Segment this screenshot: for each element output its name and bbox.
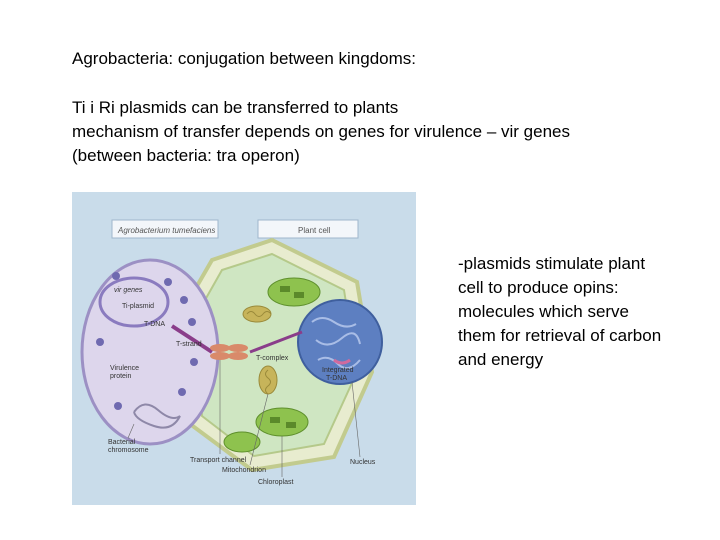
nucleus-label: Nucleus <box>350 459 376 466</box>
bacterium-header-label: Agrobacterium tumefaciens <box>117 226 215 235</box>
side-line: molecules which serve <box>458 302 630 321</box>
bacterial-chromosome-label: Bacterial <box>108 439 136 446</box>
side-line: -plasmids stimulate plant <box>458 254 646 273</box>
mitochondrion-label: Mitochondrion <box>222 467 266 474</box>
body-line: (between bacteria: tra operon) <box>72 146 300 165</box>
bacterium-shape <box>80 258 220 446</box>
body-line: mechanism of transfer depends on genes f… <box>72 122 570 141</box>
chloroplast-shapes <box>223 277 321 453</box>
side-note: -plasmids stimulate plant cell to produc… <box>458 252 708 372</box>
chromatin-shape <box>311 317 361 370</box>
slide-title: Agrobacteria: conjugation between kingdo… <box>72 49 416 68</box>
virulence-protein-label: protein <box>110 373 132 380</box>
plant-header-label: Plant cell <box>298 226 331 235</box>
mitochondrion-shapes <box>242 305 278 395</box>
virulence-protein-label: Virulence <box>110 365 139 372</box>
nucleus-shape <box>297 299 383 385</box>
body-line: Ti i Ri plasmids can be transferred to p… <box>72 98 399 117</box>
chloroplast-label: Chloroplast <box>258 479 293 486</box>
ti-plasmid-shape <box>98 276 170 328</box>
t-strand-label: T-strand <box>176 341 202 348</box>
bacterium-proteins <box>96 272 198 410</box>
bacterial-chromosome-label: chromosome <box>108 447 149 454</box>
bacterium-header-box <box>111 219 219 239</box>
transport-channel-shape <box>210 344 248 360</box>
side-line: and energy <box>458 350 544 369</box>
agrobacterium-figure: Agrobacterium tumefaciens Plant cell <box>72 192 416 505</box>
agrobacterium-diagram: Agrobacterium tumefaciens Plant cell <box>72 192 416 505</box>
t-complex-label: T-complex <box>256 355 289 362</box>
transport-channel-label: Transport channel <box>190 457 247 464</box>
t-dna-label: T-DNA <box>144 321 165 328</box>
bacterial-chromosome-shape <box>133 403 181 429</box>
side-line: them for retrieval of carbon <box>458 326 662 345</box>
integrated-tdna-mark <box>333 358 351 365</box>
integrated-tdna-label: Integrated <box>322 367 354 374</box>
integrated-tdna-label: T-DNA <box>326 375 347 382</box>
plant-header-box <box>257 219 359 239</box>
vir-genes-label: vir genes <box>114 287 143 294</box>
side-line: cell to produce opins: <box>458 278 619 297</box>
t-strand-line <box>170 324 214 354</box>
t-complex-path <box>249 330 303 354</box>
leader-lines <box>127 360 361 477</box>
slide-body: Ti i Ri plasmids can be transferred to p… <box>72 96 570 168</box>
ti-plasmid-label: Ti-plasmid <box>122 303 154 310</box>
